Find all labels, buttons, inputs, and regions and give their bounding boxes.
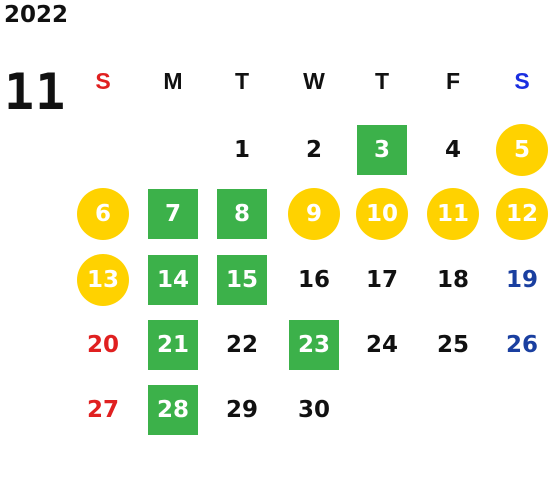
day-cell[interactable]: 23	[289, 320, 339, 370]
day-cell[interactable]: 28	[148, 385, 198, 435]
day-cell[interactable]: 5	[496, 124, 548, 176]
weekday-header: S	[95, 68, 111, 94]
day-cell[interactable]: 25	[436, 332, 469, 358]
day-cell[interactable]: 27	[86, 397, 119, 423]
weekday-header: M	[163, 68, 183, 94]
weekday-header: W	[303, 68, 325, 94]
calendar-month: 11	[4, 63, 67, 121]
day-cell[interactable]: 6	[77, 188, 129, 240]
day-cell[interactable]: 3	[357, 125, 407, 175]
calendar-year: 2022	[4, 2, 69, 28]
weekday-header: T	[374, 68, 390, 94]
day-cell[interactable]: 30	[297, 397, 330, 423]
day-cell[interactable]: 17	[365, 267, 398, 293]
day-cell[interactable]: 18	[436, 267, 469, 293]
day-cell[interactable]: 2	[305, 137, 322, 163]
day-cell[interactable]: 29	[225, 397, 258, 423]
day-cell[interactable]: 7	[148, 189, 198, 239]
day-cell[interactable]: 4	[444, 137, 461, 163]
day-cell[interactable]: 20	[86, 332, 119, 358]
weekday-header: S	[514, 68, 530, 94]
weekday-header: T	[234, 68, 250, 94]
weekday-header: F	[445, 68, 461, 94]
day-cell[interactable]: 1	[233, 137, 250, 163]
day-cell[interactable]: 14	[148, 255, 198, 305]
day-cell[interactable]: 16	[297, 267, 330, 293]
day-cell[interactable]: 21	[148, 320, 198, 370]
day-cell[interactable]: 8	[217, 189, 267, 239]
day-cell[interactable]: 15	[217, 255, 267, 305]
day-cell[interactable]: 12	[496, 188, 548, 240]
day-cell[interactable]: 13	[77, 254, 129, 306]
day-cell[interactable]: 9	[288, 188, 340, 240]
day-cell[interactable]: 10	[356, 188, 408, 240]
day-cell[interactable]: 26	[505, 332, 538, 358]
day-cell[interactable]: 24	[365, 332, 398, 358]
day-cell[interactable]: 19	[505, 267, 538, 293]
day-cell[interactable]: 22	[225, 332, 258, 358]
day-cell[interactable]: 11	[427, 188, 479, 240]
